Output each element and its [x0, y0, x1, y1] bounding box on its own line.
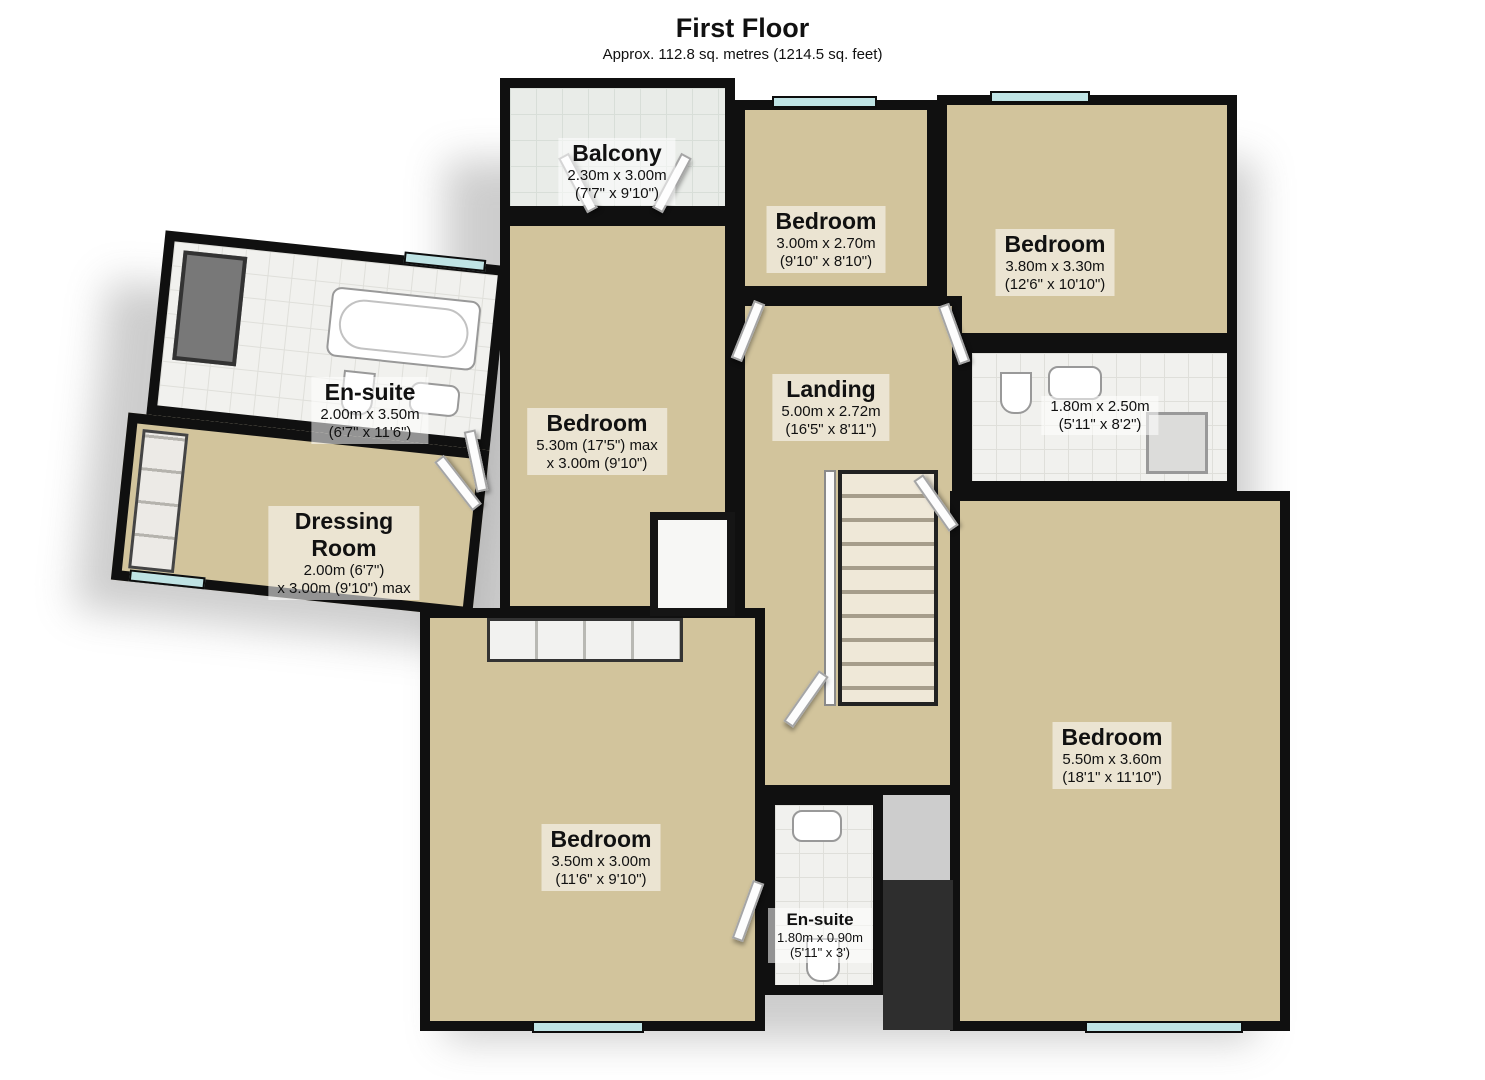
room-dim-imperial: (5'11" x 3'): [790, 945, 850, 961]
wardrobe: [487, 618, 683, 662]
room-dim-imperial: (16'5" x 8'11"): [785, 420, 877, 438]
room-label-landing: Landing 5.00m x 2.72m (16'5" x 8'11"): [772, 374, 890, 441]
room-dim-imperial: (9'10" x 8'10"): [779, 252, 873, 270]
room-bedroom-top-right: [937, 95, 1237, 343]
page-title: First Floor: [675, 13, 810, 43]
room-bedroom-bottom-left: [420, 608, 765, 1031]
room-name: Balcony: [572, 140, 662, 166]
room-dim-metric: 3.80m x 3.30m: [1005, 258, 1105, 276]
room-label-bedroom-bottom-left: Bedroom 3.50m x 3.00m (11'6" x 9'10"): [541, 824, 661, 891]
room-dim-imperial: (5'11" x 8'2"): [1058, 415, 1142, 433]
room-dim-imperial: (6'7" x 11'6"): [328, 423, 412, 441]
window: [1085, 1021, 1243, 1033]
stairwell-void: [883, 880, 953, 1030]
room-dim-metric: 3.50m x 3.00m: [551, 853, 651, 871]
room-dim-imperial: (18'1" x 11'10"): [1062, 768, 1162, 786]
room-dim-metric: 5.30m (17'5") max: [536, 437, 658, 455]
stair-handrail: [824, 470, 836, 706]
washbasin-icon: [1048, 366, 1102, 400]
shower-icon: [172, 250, 248, 367]
room-dim-imperial: (11'6" x 9'10"): [555, 870, 647, 888]
room-label-bedroom-center: Bedroom 5.30m (17'5") max x 3.00m (9'10"…: [527, 408, 667, 475]
room-name: Bedroom: [1061, 724, 1163, 750]
room-dim-metric: 2.00m (6'7"): [303, 562, 385, 580]
bathtub-inner: [336, 297, 471, 361]
room-dim-imperial: x 3.00m (9'10") max: [277, 579, 411, 597]
room-label-dressing-room: Dressing Room 2.00m (6'7") x 3.00m (9'10…: [268, 506, 420, 600]
room-dim-imperial: (7'7" x 9'10"): [575, 184, 659, 202]
room-dim-metric: 3.00m x 2.70m: [776, 235, 876, 253]
room-dim-metric: 5.50m x 3.60m: [1062, 751, 1162, 769]
page-subtitle: Approx. 112.8 sq. metres (1214.5 sq. fee…: [602, 46, 883, 63]
room-dim-imperial: (12'6" x 10'10"): [1004, 275, 1106, 293]
room-name: En-suite: [786, 910, 854, 929]
room-dim-metric: 2.00m x 3.50m: [320, 406, 420, 424]
room-label-ensuite-bottom: En-suite 1.80m x 0.90m (5'11" x 3'): [768, 908, 872, 963]
toilet-icon: [1000, 372, 1032, 414]
room-label-bedroom-top-right: Bedroom 3.80m x 3.30m (12'6" x 10'10"): [995, 229, 1115, 296]
window: [990, 91, 1090, 103]
room-dim-metric: 5.00m x 2.72m: [781, 403, 881, 421]
room-name: En-suite: [324, 379, 416, 405]
room-dim-imperial: x 3.00m (9'10"): [546, 454, 648, 472]
room-label-bedroom-top-middle: Bedroom 3.00m x 2.70m (9'10" x 8'10"): [766, 206, 886, 273]
room-label-ensuite-left: En-suite 2.00m x 3.50m (6'7" x 11'6"): [311, 377, 429, 444]
room-dim-metric: 1.80m x 0.90m: [777, 930, 863, 946]
room-label-bathroom-right: 1.80m x 2.50m (5'11" x 8'2"): [1041, 396, 1159, 436]
room-name: Bedroom: [546, 410, 648, 436]
washbasin-icon: [792, 810, 842, 842]
shower-icon: [1146, 412, 1208, 474]
room-name: Bedroom: [1004, 231, 1106, 257]
room-label-balcony: Balcony 2.30m x 3.00m (7'7" x 9'10"): [558, 138, 676, 205]
staircase: [838, 470, 938, 706]
room-dim-metric: 1.80m x 2.50m: [1050, 398, 1150, 415]
room-label-bedroom-bottom-right: Bedroom 5.50m x 3.60m (18'1" x 11'10"): [1052, 722, 1172, 789]
cupboard: [650, 512, 735, 616]
window: [772, 96, 877, 108]
room-name: Dressing Room: [294, 508, 394, 562]
window: [532, 1021, 644, 1033]
room-name: Bedroom: [775, 208, 877, 234]
room-name: Bedroom: [550, 826, 652, 852]
room-name: Landing: [786, 376, 876, 402]
room-dim-metric: 2.30m x 3.00m: [567, 167, 667, 185]
